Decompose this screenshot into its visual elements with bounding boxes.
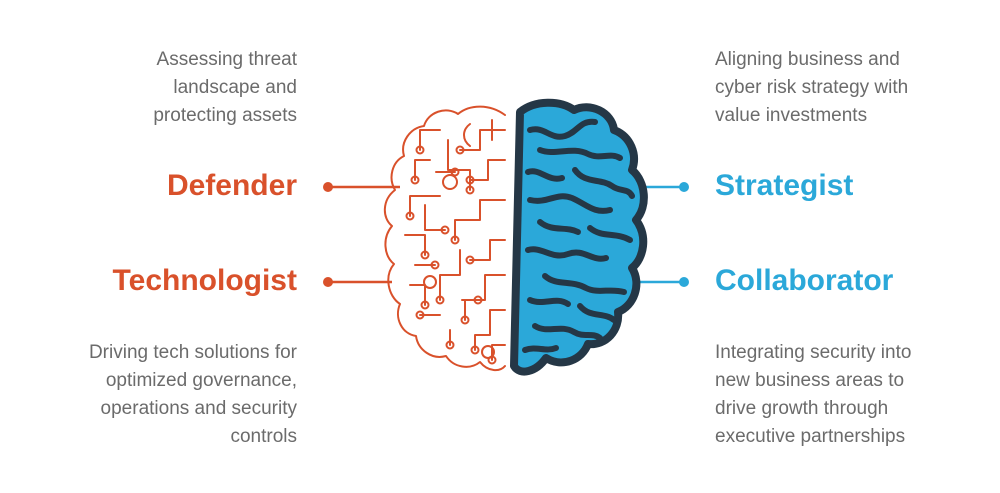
organic-brain-icon <box>510 98 648 376</box>
technologist-label: Technologist <box>112 264 297 297</box>
collaborator-label: Collaborator <box>715 264 894 297</box>
defender-description: Assessing threat landscape and protectin… <box>153 49 297 126</box>
technologist-connector <box>323 277 392 287</box>
strategist-label: Strategist <box>715 169 854 202</box>
technologist-description: Driving tech solutions for optimized gov… <box>88 342 297 447</box>
defender-label: Defender <box>166 169 297 202</box>
defender-connector <box>323 182 400 192</box>
strategist-description: Aligning business and cyber risk strateg… <box>715 49 909 126</box>
collaborator-description: Integrating security into new business a… <box>715 342 912 447</box>
circuit-brain-icon <box>383 105 506 372</box>
